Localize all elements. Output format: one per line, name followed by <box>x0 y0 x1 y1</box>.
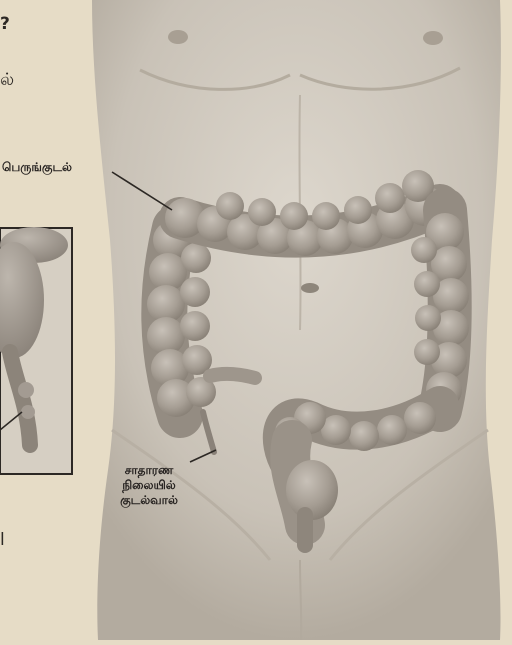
navel <box>301 283 319 293</box>
appendix-label: சாதாரண நிலையில் குடல்வால் <box>106 463 192 508</box>
large-intestine-label: பெருங்குடல் <box>2 160 72 175</box>
nipple-right <box>423 31 443 45</box>
appendix-label-line: குடல்வால் <box>106 493 192 508</box>
page-text-fragment: l <box>0 532 5 549</box>
nipple-left <box>168 30 188 44</box>
rectal-ampulla <box>286 460 338 520</box>
page-text-fragment: ல் <box>0 72 14 89</box>
page-text-fragment: ? <box>0 16 10 33</box>
terminal-ileum <box>210 374 255 378</box>
appendix-label-line: நிலையில் <box>106 478 192 493</box>
appendix-label-line: சாதாரண <box>106 463 192 478</box>
